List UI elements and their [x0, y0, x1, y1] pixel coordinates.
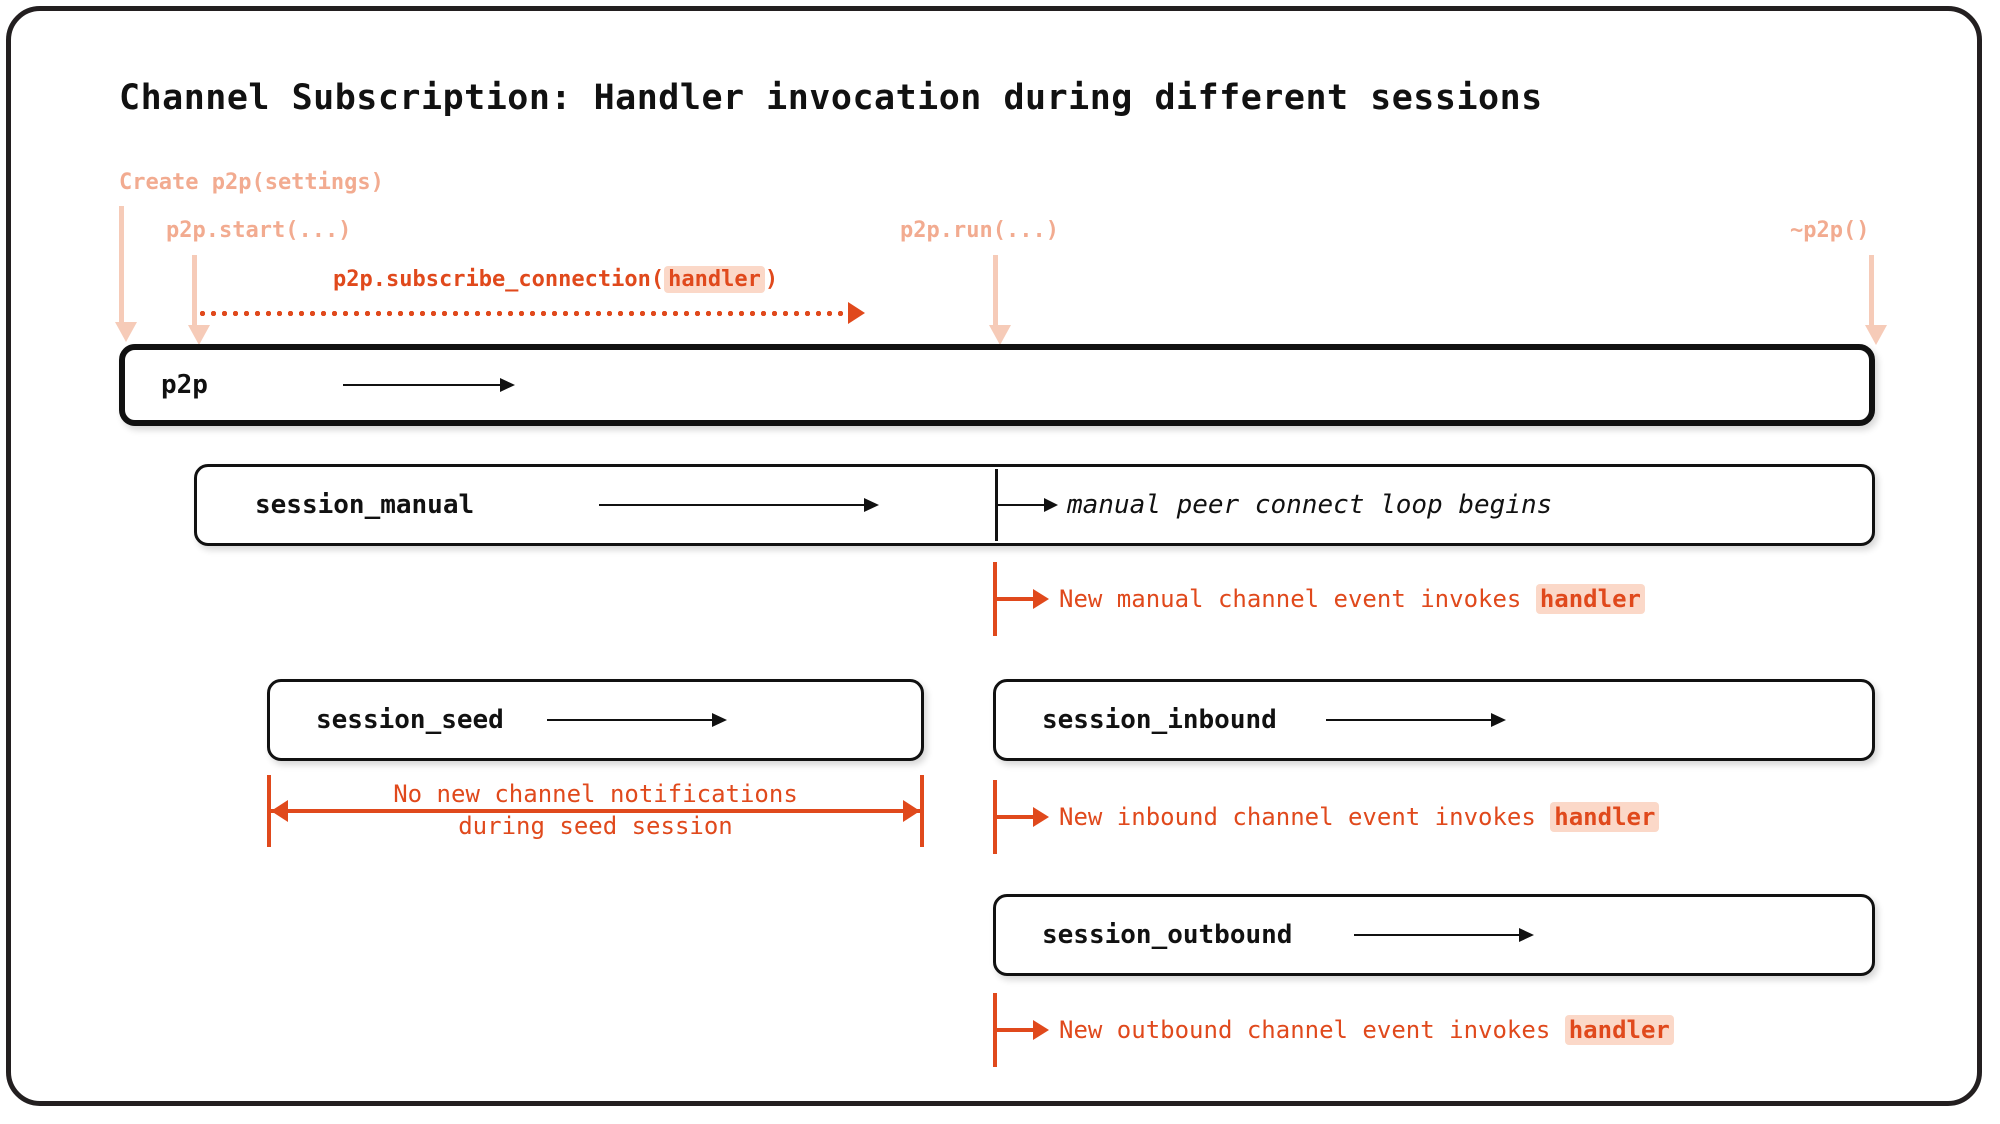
- lifecycle-arrow-run: [989, 255, 1011, 345]
- annotation-inbound-event: New inbound channel event invokes handle…: [993, 780, 1713, 854]
- annotation-outbound-event-text: New outbound channel event invokes handl…: [1059, 1015, 1674, 1045]
- lane-arrow-session-inbound: [1326, 713, 1506, 727]
- annotation-seed-span-arrow: [267, 775, 924, 847]
- lane-arrow-session-seed: [547, 713, 727, 727]
- lane-label-p2p: p2p: [161, 370, 208, 400]
- lifecycle-arrow-destroy: [1865, 255, 1887, 345]
- subscribe-connection-label: p2p.subscribe_connection(handler): [333, 266, 779, 293]
- handler-token: handler: [664, 266, 765, 293]
- subscribe-prefix: p2p.subscribe_connection(: [333, 267, 665, 292]
- lane-box-p2p[interactable]: p2p: [119, 344, 1875, 426]
- annotation-seed-note: No new channel notifications during seed…: [267, 778, 924, 842]
- annotation-manual-event: New manual channel event invokes handler: [993, 562, 1693, 636]
- annotation-manual-event-text: New manual channel event invokes handler: [1059, 584, 1645, 614]
- subscribe-suffix: ): [764, 267, 779, 292]
- lifecycle-arrow-create: [115, 206, 137, 342]
- lane-box-session-inbound[interactable]: session_inbound: [993, 679, 1875, 761]
- annotation-outbound-event: New outbound channel event invokes handl…: [993, 993, 1733, 1067]
- annotation-inbound-event-text: New inbound channel event invokes handle…: [1059, 802, 1660, 832]
- subscribe-arrow-head: [848, 302, 865, 324]
- manual-event-handler: handler: [1535, 584, 1645, 614]
- seed-note-line2: during seed session: [458, 812, 733, 840]
- lifecycle-arrow-start: [188, 255, 210, 345]
- inbound-event-handler: handler: [1550, 802, 1660, 832]
- lifecycle-label-create: Create p2p(settings): [119, 170, 384, 195]
- lifecycle-label-destroy: ~p2p(): [1790, 218, 1870, 243]
- subscribe-dotted-line: [197, 311, 852, 316]
- lane-arrow-p2p: [343, 378, 515, 392]
- lane-label-session-outbound: session_outbound: [1042, 920, 1293, 950]
- lane-label-session-inbound: session_inbound: [1042, 705, 1277, 735]
- annotation-manual-loop: manual peer connect loop begins: [995, 469, 1615, 541]
- inbound-event-prefix: New inbound channel event invokes: [1059, 803, 1551, 831]
- lane-arrow-session-outbound: [1354, 928, 1534, 942]
- lane-label-session-seed: session_seed: [316, 705, 504, 735]
- manual-event-prefix: New manual channel event invokes: [1059, 585, 1536, 613]
- lane-box-session-seed[interactable]: session_seed: [267, 679, 924, 761]
- outbound-event-handler: handler: [1564, 1015, 1674, 1045]
- lane-label-session-manual: session_manual: [255, 490, 475, 520]
- outbound-event-prefix: New outbound channel event invokes: [1059, 1016, 1565, 1044]
- lane-arrow-session-manual: [599, 498, 879, 512]
- page-title: Channel Subscription: Handler invocation…: [119, 78, 1543, 118]
- lifecycle-label-run: p2p.run(...): [900, 218, 1059, 243]
- annotation-manual-loop-text: manual peer connect loop begins: [1067, 490, 1553, 520]
- lane-box-session-outbound[interactable]: session_outbound: [993, 894, 1875, 976]
- lifecycle-label-start: p2p.start(...): [166, 218, 352, 243]
- seed-note-line1: No new channel notifications: [393, 780, 798, 808]
